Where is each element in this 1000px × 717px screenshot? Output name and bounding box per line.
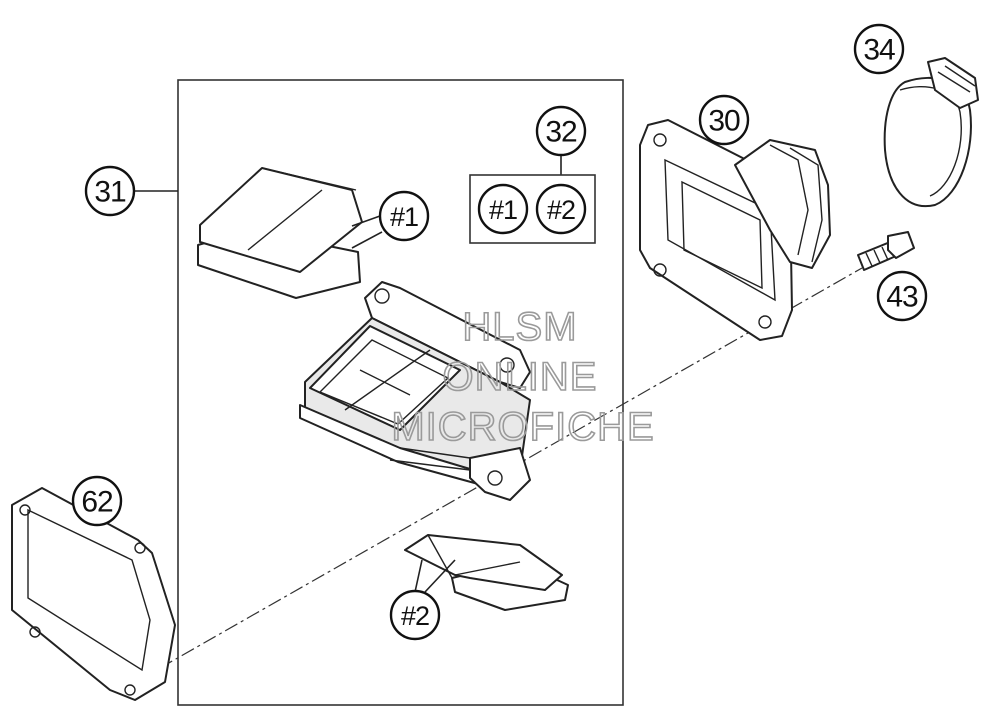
svg-text:#2: #2	[547, 195, 575, 225]
svg-text:ONLINE: ONLINE	[443, 355, 598, 399]
svg-text:31: 31	[94, 176, 126, 209]
callout-43: 43	[876, 270, 928, 322]
kit-32-box	[469, 174, 596, 244]
bolt-43[interactable]	[857, 231, 915, 271]
callout-30: 30	[698, 94, 750, 146]
assembly-31-frame	[177, 79, 624, 706]
callout-kit-1: #1	[477, 183, 529, 235]
callout-34: 34	[853, 23, 905, 75]
hose-clamp-34[interactable]	[883, 57, 979, 208]
reed-block[interactable]	[299, 281, 531, 501]
svg-text:43: 43	[886, 281, 918, 314]
callout-kit-2: #2	[535, 183, 587, 235]
intake-flange-30[interactable]	[639, 119, 831, 341]
svg-text:#1: #1	[390, 202, 418, 232]
leader-lines	[135, 155, 562, 593]
callout-32: 32	[535, 105, 587, 157]
reed-petals-2[interactable]	[404, 534, 569, 611]
svg-text:30: 30	[708, 105, 740, 138]
svg-text:MICROFICHE: MICROFICHE	[391, 405, 654, 449]
callout-62: 62	[71, 475, 123, 527]
svg-text:#2: #2	[401, 601, 429, 631]
svg-text:#1: #1	[489, 195, 517, 225]
callout-31: 31	[84, 165, 136, 217]
watermark: HLSM ONLINE MICROFICHE	[391, 304, 655, 450]
svg-text:HLSM: HLSM	[462, 305, 577, 349]
svg-text:34: 34	[863, 34, 895, 67]
reed-petals-1[interactable]	[197, 167, 363, 299]
svg-text:62: 62	[81, 486, 113, 519]
callout-reed-2: #2	[389, 589, 441, 641]
svg-text:32: 32	[545, 116, 577, 149]
callout-reed-1: #1	[378, 190, 430, 242]
